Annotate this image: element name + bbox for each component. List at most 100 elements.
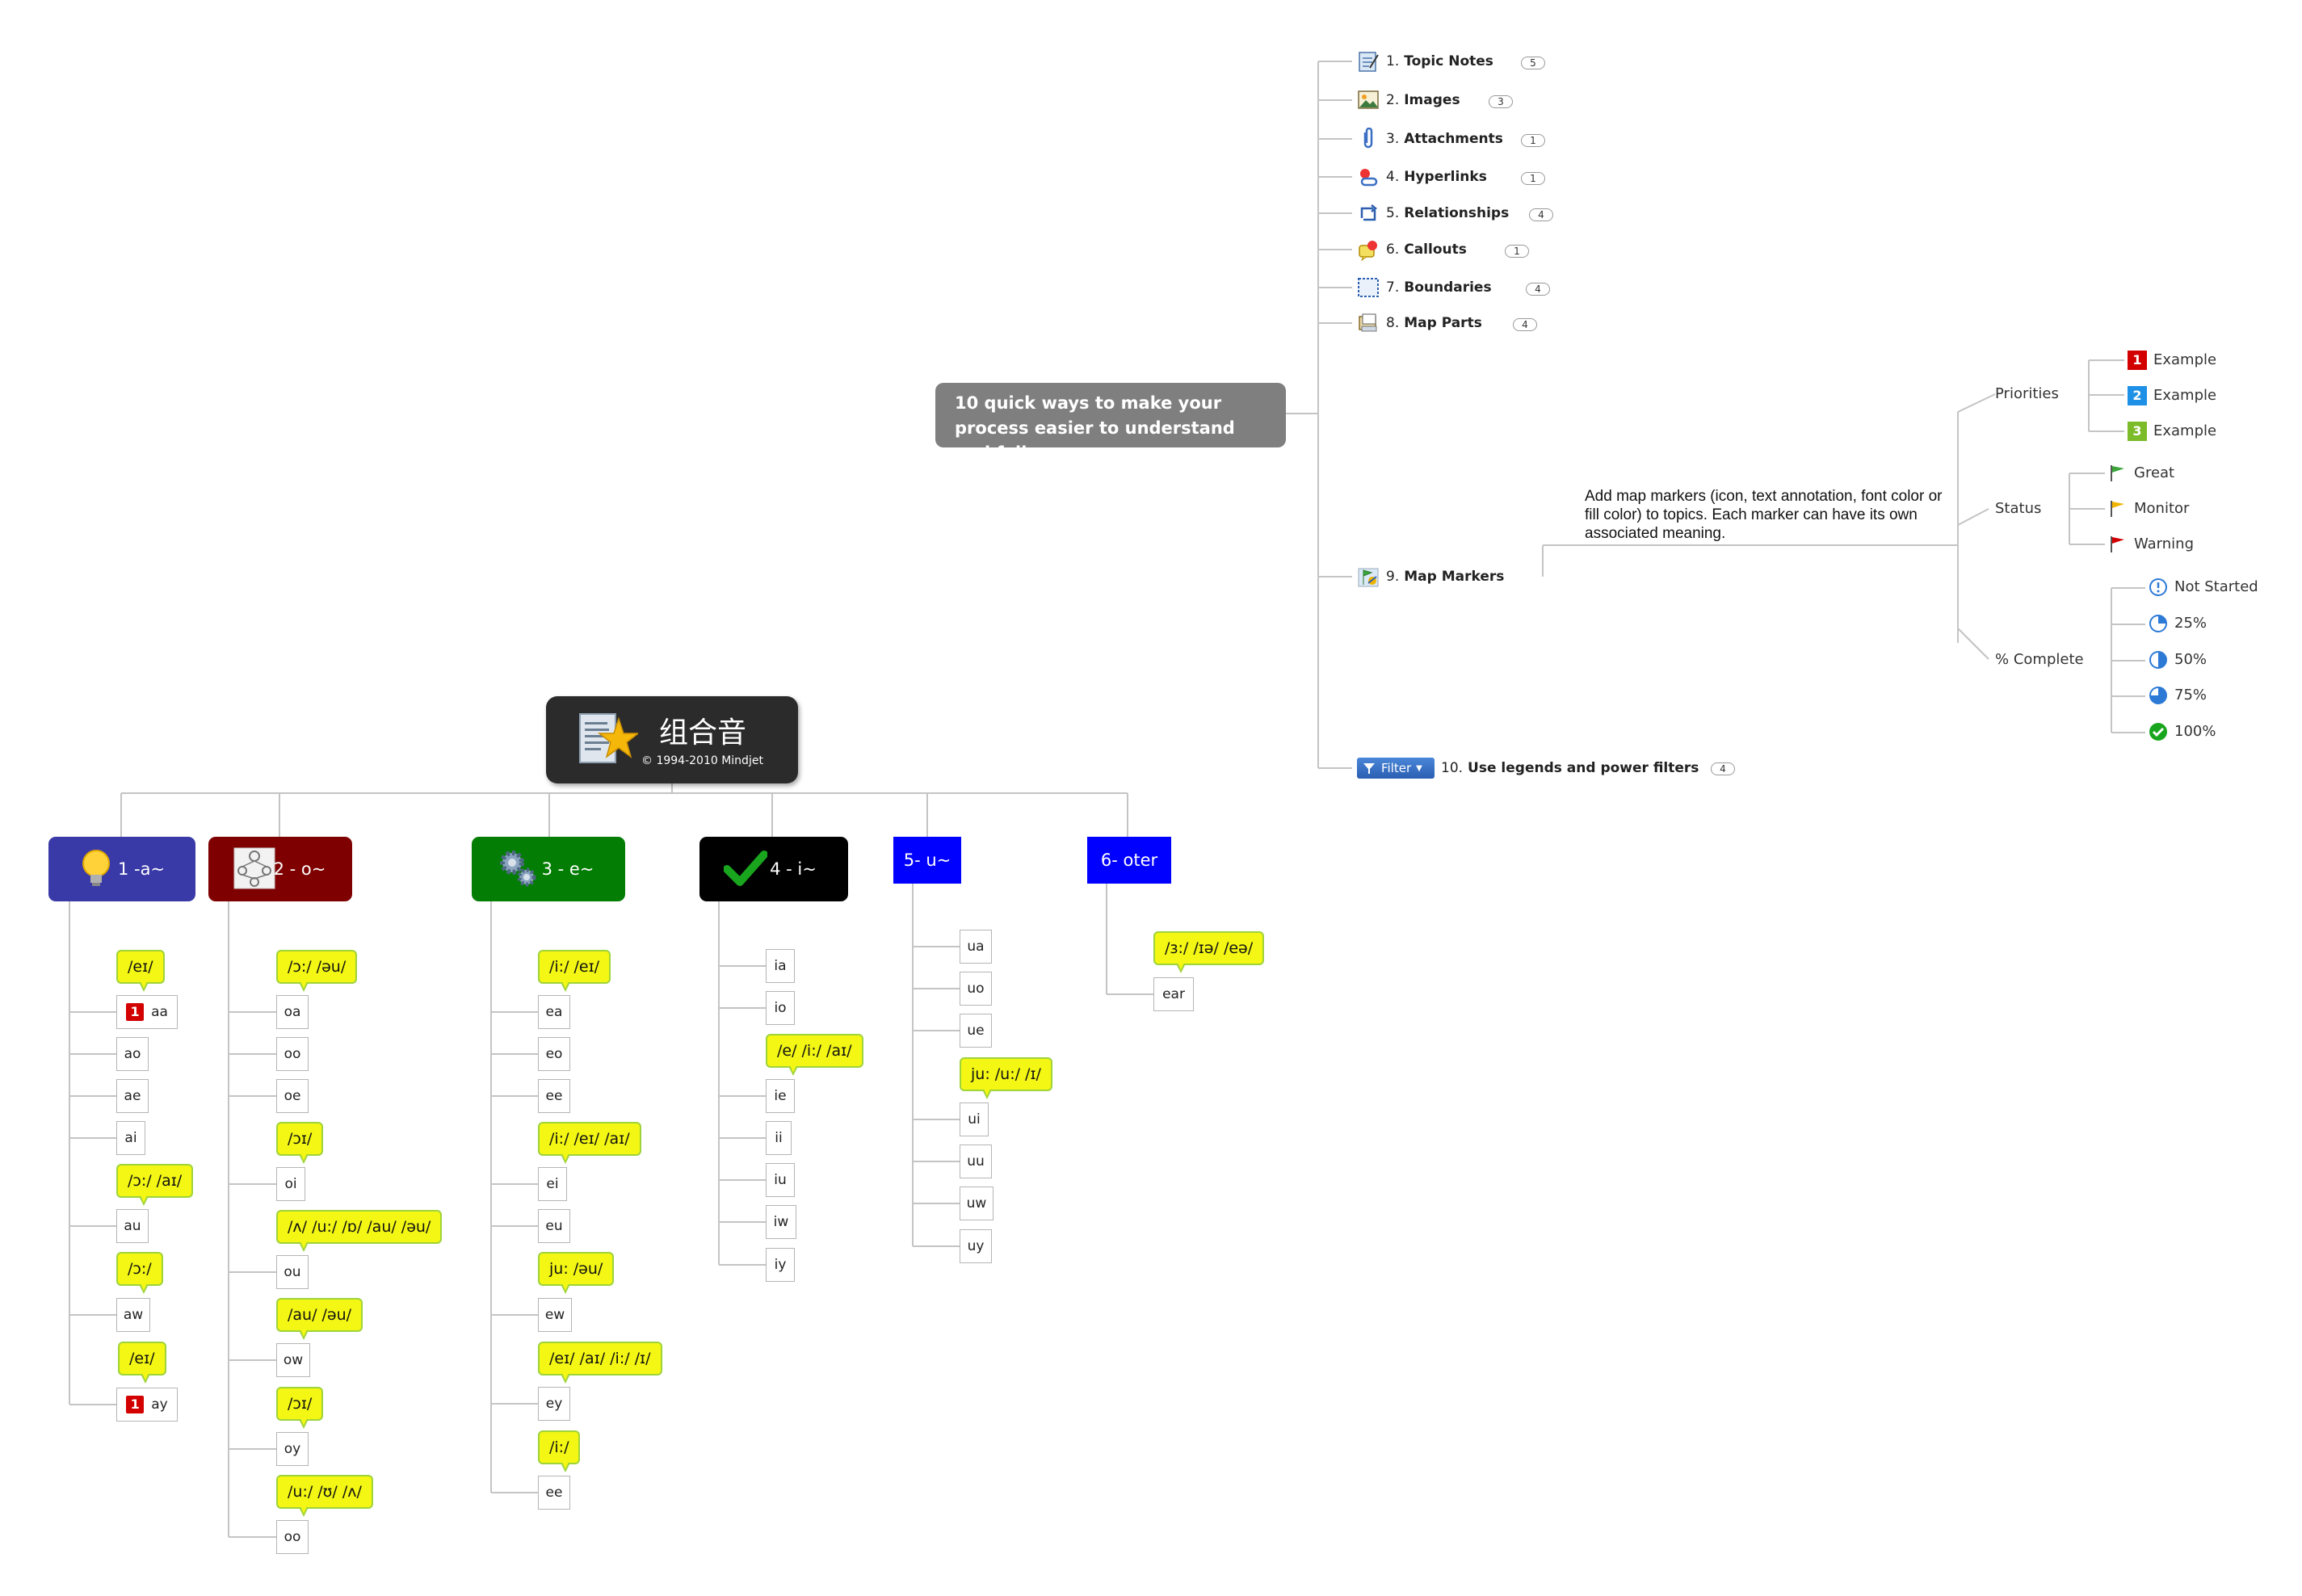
tip-topic-notes[interactable]: 1.Topic Notes [1357, 50, 1493, 73]
leaf-ii[interactable]: ii [766, 1121, 792, 1155]
leaf-ee[interactable]: ee [538, 1476, 570, 1510]
branch-i[interactable]: 4 - i~ [699, 837, 848, 901]
leaf-oa[interactable]: oa [276, 995, 309, 1029]
quick-ways-topic[interactable]: 10 quick ways to make your process easie… [935, 383, 1286, 463]
leaf-ei[interactable]: ei [538, 1167, 567, 1201]
leaf-oy[interactable]: oy [276, 1432, 309, 1466]
leaf-ie[interactable]: ie [766, 1079, 795, 1113]
pronunciation-callout[interactable]: ju: /u:/ /ɪ/ [960, 1057, 1052, 1099]
leaf-iu[interactable]: iu [766, 1163, 795, 1197]
status-item[interactable]: Warning [2108, 535, 2194, 554]
pronunciation-callout[interactable]: /eɪ/ [118, 1342, 166, 1384]
group-percent-complete[interactable]: % Complete [1995, 651, 2084, 668]
branch-a[interactable]: 1 -a~ [48, 837, 195, 901]
leaf-ee[interactable]: ee [538, 1079, 570, 1113]
pronunciation-callout[interactable]: /eɪ/ [116, 950, 165, 992]
progress-item[interactable]: Not Started [2149, 578, 2258, 597]
chevron-down-icon: ▼ [1416, 763, 1422, 773]
pronunciation-callout[interactable]: /i:/ /eɪ/ [538, 950, 611, 992]
group-status[interactable]: Status [1995, 500, 2042, 517]
leaf-ae[interactable]: ae [116, 1079, 149, 1113]
leaf-au[interactable]: au [116, 1209, 149, 1243]
group-priorities[interactable]: Priorities [1995, 385, 2059, 402]
tip-callouts[interactable]: 6.Callouts [1357, 238, 1467, 261]
branch-o[interactable]: 2 - o~ [208, 837, 352, 901]
count-badge: 5 [1521, 57, 1545, 69]
leaf-ow[interactable]: ow [276, 1343, 310, 1377]
status-item[interactable]: Great [2108, 464, 2174, 483]
pronunciation-callout[interactable]: /ɔ:/ /aɪ/ [116, 1164, 194, 1206]
checkmark-icon [724, 850, 767, 886]
leaf-uu[interactable]: uu [960, 1144, 992, 1178]
pronunciation-callout[interactable]: /eɪ/ /aɪ/ /i:/ /ɪ/ [538, 1342, 662, 1384]
leaf-ear[interactable]: ear [1153, 977, 1194, 1011]
callout-icon [1359, 241, 1377, 261]
central-topic[interactable]: 组合音 © 1994-2010 Mindjet [546, 696, 798, 783]
progress-item[interactable]: 25% [2149, 614, 2207, 633]
leaf-ui[interactable]: ui [960, 1102, 989, 1136]
leaf-ou[interactable]: ou [276, 1255, 309, 1289]
pronunciation-callout[interactable]: /ɔɪ/ [276, 1387, 324, 1429]
leaf-eu[interactable]: eu [538, 1209, 570, 1243]
pronunciation-callout[interactable]: /ɔ:/ /əu/ [276, 950, 358, 992]
leaf-ao[interactable]: ao [116, 1037, 149, 1071]
branch-u[interactable]: 5- u~ [893, 837, 961, 884]
leaf-oe[interactable]: oe [276, 1079, 309, 1113]
leaf-uo[interactable]: uo [960, 972, 992, 1006]
priority-1-icon: 1 [126, 1003, 145, 1021]
pronunciation-callout[interactable]: /u:/ /ʊ/ /ʌ/ [276, 1475, 373, 1517]
pronunciation-callout[interactable]: /ɔ:/ [116, 1252, 163, 1294]
progress-100-icon [2149, 723, 2167, 741]
leaf-io[interactable]: io [766, 991, 795, 1025]
pronunciation-callout[interactable]: /ɜ:/ /ɪə/ /eə/ [1153, 931, 1265, 973]
pronunciation-callout[interactable]: /ɔɪ/ [276, 1122, 324, 1164]
filter-button[interactable]: Filter ▼ [1357, 758, 1435, 779]
branch-label: 2 - o~ [273, 859, 326, 879]
progress-item[interactable]: 50% [2149, 650, 2207, 670]
leaf-ua[interactable]: ua [960, 930, 992, 964]
tip-boundaries[interactable]: 7.Boundaries [1357, 276, 1492, 299]
tip-legends-filters[interactable]: Filter ▼ 10.Use legends and power filter… [1357, 758, 1699, 779]
tip-attachments[interactable]: 3.Attachments [1357, 128, 1503, 150]
leaf-uy[interactable]: uy [960, 1229, 992, 1263]
progress-item[interactable]: 75% [2149, 686, 2207, 705]
tip-map-parts[interactable]: 8.Map Parts [1357, 312, 1482, 334]
tip-hyperlinks[interactable]: 4.Hyperlinks [1357, 166, 1487, 188]
pronunciation-callout[interactable]: /i:/ /eɪ/ /aɪ/ [538, 1122, 641, 1164]
leaf-oo[interactable]: oo [276, 1037, 309, 1071]
leaf-ew[interactable]: ew [538, 1298, 572, 1332]
leaf-ea[interactable]: ea [538, 995, 570, 1029]
branch-oter[interactable]: 6- oter [1087, 837, 1171, 884]
leaf-ai[interactable]: ai [116, 1121, 145, 1155]
leaf-uw[interactable]: uw [960, 1186, 993, 1220]
progress-item[interactable]: 100% [2149, 722, 2216, 741]
pronunciation-callout[interactable]: /ʌ/ /u:/ /ɒ/ /au/ /əu/ [276, 1210, 443, 1252]
leaf-oi[interactable]: oi [276, 1167, 305, 1201]
count-badge: 3 [1489, 95, 1513, 108]
leaf-iy[interactable]: iy [766, 1248, 795, 1282]
leaf-eo[interactable]: eo [538, 1037, 570, 1071]
paperclip-icon [1363, 128, 1373, 149]
leaf-oo[interactable]: oo [276, 1520, 309, 1554]
pronunciation-callout[interactable]: /e/ /i:/ /aɪ/ [766, 1034, 863, 1076]
leaf-ia[interactable]: ia [766, 949, 795, 983]
leaf-aw[interactable]: aw [116, 1298, 150, 1332]
pronunciation-callout[interactable]: ju: /əu/ [538, 1252, 615, 1294]
tip-relationships[interactable]: 5.Relationships [1357, 202, 1509, 225]
pronunciation-callout[interactable]: /au/ /əu/ [276, 1298, 363, 1340]
leaf-ey[interactable]: ey [538, 1387, 570, 1421]
tip-map-markers[interactable]: 9.Map Markers [1357, 565, 1504, 588]
leaf-iw[interactable]: iw [766, 1205, 796, 1239]
branch-e[interactable]: 3 - e~ [472, 837, 625, 901]
pronunciation-callout[interactable]: /i:/ [538, 1430, 581, 1472]
status-item[interactable]: Monitor [2108, 499, 2189, 519]
branch-label: 5- u~ [903, 850, 951, 870]
gears-icon [500, 850, 536, 887]
tip-images[interactable]: 2.Images [1357, 89, 1460, 111]
leaf-ue[interactable]: ue [960, 1014, 992, 1048]
